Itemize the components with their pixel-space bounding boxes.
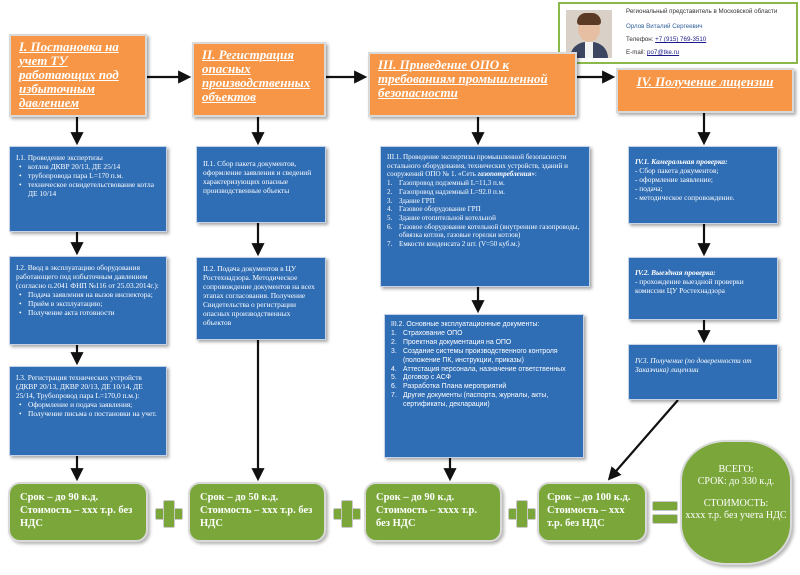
s3-box-1: III.1. Проведение экспертизы промышленно… [380,146,590,287]
s3-b1-item: Газовое оборудование ГРП [387,205,583,214]
s3-b2-item: Другие документы (паспорта, журналы, акт… [391,392,577,410]
total-cost-label: СТОИМОСТЬ: [703,498,769,509]
result-stage-4: Срок – до 100 к.д. Стоимость – ххх т.р. … [537,482,647,542]
s1-b1-bullet: трубопровода пара L=170 п.м. [16,171,160,180]
s1-b1-bullet: техническое освидетельствование котла ДЕ… [16,180,160,198]
arrow-s4-b3-res [607,399,679,481]
result-stage-2: Срок – до 50 к.д. Стоимость – ххх т.р. б… [188,482,326,542]
s1-b3-title: I.3. Регистрация технических устройств (… [16,373,143,400]
result-term: Срок – до 100 к.д. [547,492,631,503]
s1-b1-title: I.1. Проведение экспертизы [16,153,103,162]
s3-b1-item: Здание отопительной котельной [387,214,583,223]
phone-label: Телефон: [626,36,654,43]
s1-b2-bullet: Получение акта готовности [16,308,160,317]
s3-b1-title: III.1. Проведение экспертизы промышленно… [387,153,568,179]
plus-icon [155,500,183,528]
equals-icon [652,501,678,524]
s3-b1-item: Здание ГРП [387,197,583,206]
s3-b2-item: Разработка Плана мероприятий [391,383,577,392]
s4-b1-line: - оформление заявление; [635,175,713,184]
result-term: Срок – до 90 к.д. [376,492,455,503]
s3-b1-item: Газопровод надземный L=92.0 п.м. [387,188,583,197]
s1-b3-bullet: Получение письма о постановки на учет. [16,409,160,418]
result-cost: Стоимость – ххх т.р. без НДС [547,505,625,529]
s4-b1-line: - Сбор пакета документов; [635,166,719,175]
result-cost: Стоимость – ххх т.р. без НДС [200,505,313,529]
s3-box-2: III.2. Основные эксплуатационные докумен… [384,314,584,458]
s4-b1-line: - методическое сопровождение. [635,193,735,202]
email-link[interactable]: po7@tke.ru [647,49,680,56]
stage-4-header: IV. Получение лицензии [616,68,794,113]
result-stage-3: Срок – до 90 к.д. Стоимость – хххх т.р. … [364,482,502,542]
s1-b2-bullet: Приём в эксплуатацию; [16,299,160,308]
s4-b2-title: IV.2. Выездная проверка: [635,268,716,277]
s1-b3-bullet: Оформление и подача заявления; [16,400,160,409]
result-stage-1: Срок – до 90 к.д. Стоимость – ххх т.р. б… [8,482,148,542]
s3-b2-item: Договор с АСФ [391,374,577,383]
s1-b2-title: I.2. Ввод в эксплуатацию оборудования ра… [16,263,159,290]
s4-b2-line: - прохождение выездной проверки комиссии… [635,277,744,295]
contact-phone-row: Телефон: +7 (915) 769-3510 [626,36,706,43]
s3-b1-item: Газовое оборудование котельной (внутренн… [387,223,583,240]
stage-1-header: I. Постановка на учет ТУ работающих под … [9,34,147,117]
total-term: СРОК: до 330 к.д. [697,476,775,487]
s3-b1-item: Газопровод подземный L=11,3 п.м. [387,179,583,188]
s1-b1-bullet: котлов ДКВР 20/13, ДЕ 25/14 [16,162,160,171]
s3-b1-item: Емкости конденсата 2 шт. (V=50 куб.м.) [387,240,583,249]
plus-icon [333,500,361,528]
total-cost: хххх т.р. без учета НДС [685,510,787,521]
s3-b2-item: Страхование ОПО [391,330,577,339]
contact-email-row: E-mail: po7@tke.ru [626,49,679,56]
contact-card: Региональный представитель в Московской … [558,2,798,64]
plus-icon [508,500,536,528]
total-summary: ВСЕГО: СРОК: до 330 к.д. СТОИМОСТЬ: хххх… [680,440,792,565]
email-label: E-mail: [626,49,646,56]
s3-b2-item: Аттестация персонала, назначение ответст… [391,366,577,375]
s4-b1-title: IV.1. Камеральная проверка: [635,157,728,166]
s1-b2-bullet: Подача заявления на вызов инспектора; [16,290,160,299]
s1-box-3: I.3. Регистрация технических устройств (… [9,366,167,456]
s4-box-3: IV.3. Получение (по доверенности от Зака… [628,344,778,400]
s2-box-2: II.2. Подача документов в ЦУ Ростехнадзо… [196,257,326,340]
avatar [566,10,612,58]
result-cost: Стоимость – хххх т.р. без НДС [376,505,477,529]
contact-role: Региональный представитель в Московской … [626,8,778,15]
stage-2-header: II. Регистрация опасных производственных… [192,42,326,117]
contact-name: Орлов Виталий Сергеевич [626,23,703,30]
stage-3-header: III. Приведение ОПО к требованиям промыш… [368,52,577,117]
phone-link[interactable]: +7 (915) 769-3510 [655,36,707,43]
result-term: Срок – до 50 к.д. [200,492,279,503]
s4-box-1: IV.1. Камеральная проверка: - Сбор пакет… [628,146,778,224]
s4-box-2: IV.2. Выездная проверка: - прохождение в… [628,257,778,320]
s3-b2-item: Создание системы производственного контр… [391,348,577,366]
result-cost: Стоимость – ххх т.р. без НДС [20,505,133,529]
s1-box-1: I.1. Проведение экспертизы котлов ДКВР 2… [9,146,167,232]
s3-b2-title: III.2. Основные эксплуатационные докумен… [391,321,540,328]
s2-box-1: II.1. Сбор пакета документов, оформление… [196,146,326,223]
result-term: Срок – до 90 к.д. [20,492,99,503]
s4-b1-line: - подача; [635,184,663,193]
s1-box-2: I.2. Ввод в эксплуатацию оборудования ра… [9,256,167,345]
total-label: ВСЕГО: [718,464,754,475]
s3-b2-item: Проектная документация на ОПО [391,339,577,348]
